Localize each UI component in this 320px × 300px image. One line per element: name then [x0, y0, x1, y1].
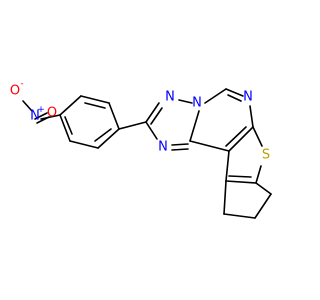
bond-n-aryl	[40, 114, 61, 120]
atom-o-bottom: O	[47, 106, 57, 121]
bond-pyrimidine-2b	[227, 94, 242, 102]
bond-benzene-5	[69, 140, 99, 149]
bond-n-o-double-a	[34, 112, 48, 120]
bond-triazole-n-c-bottom-a	[171, 143, 189, 146]
atom-labels: O - N + O N N N N S	[10, 79, 270, 163]
charge-n-nitro: +	[37, 105, 45, 115]
bond-triazole-n-n	[178, 99, 193, 104]
bond-thiophene-3a	[225, 180, 257, 184]
bond-aryl-triazole	[118, 121, 147, 130]
bond-pyrimidine-1	[204, 88, 227, 104]
atom-n-triazole-bridge: N	[192, 96, 202, 111]
bond-pyrimidine-5	[189, 140, 230, 152]
bond-thiophene-1	[252, 126, 263, 147]
bond-benzene-2	[80, 95, 110, 104]
bond-benzene-3	[108, 102, 120, 130]
bond-pyrimidine-4a	[228, 126, 254, 152]
bond-thiophene-3b	[228, 175, 252, 178]
bond-pyrimidine-2a	[225, 88, 244, 97]
bond-thiophene-2	[255, 165, 262, 184]
atom-n-pyrimidine: N	[243, 90, 253, 105]
atom-n-nitro: N	[30, 109, 40, 124]
bond-triazole-c-n-top-b	[150, 107, 163, 125]
bond-benzene-1	[59, 95, 82, 116]
atom-n-triazole-bottom: N	[158, 140, 168, 155]
molecule-structure: O - N + O N N N N S	[10, 79, 272, 219]
atom-n-triazole-top: N	[165, 90, 175, 105]
bond-triazole-c-n-top-a	[145, 102, 160, 123]
bond-triazole-n-c-bottom-b	[171, 148, 189, 151]
bond-o-n-single	[22, 100, 33, 112]
molecule-diagram: O - N + O N N N N S	[9, 79, 272, 219]
bond-cyclopentane-4	[255, 182, 272, 195]
bond-cyclopentane-3	[254, 193, 272, 219]
bond-triazole-c-n-bottom	[145, 121, 158, 140]
bond-benzene-6	[59, 114, 71, 142]
bond-triazole-fusion	[189, 110, 200, 142]
bond-cyclopentane-2	[223, 213, 256, 219]
bond-pyrimidine-3	[249, 105, 254, 128]
bond-benzene-4	[97, 128, 120, 149]
bond-thiophene-4	[225, 150, 230, 182]
bond-cyclopentane-1	[223, 180, 227, 215]
bond-benzene-inner-2	[94, 128, 112, 142]
bond-pyrimidine-4b	[225, 126, 247, 147]
atom-o-top: O	[10, 84, 20, 99]
bond-benzene-inner-1	[84, 102, 106, 109]
bond-benzene-inner-3	[64, 116, 73, 135]
charge-o-top: -	[20, 79, 23, 89]
atom-s-thiophene: S	[262, 148, 270, 163]
bonds	[22, 88, 272, 219]
